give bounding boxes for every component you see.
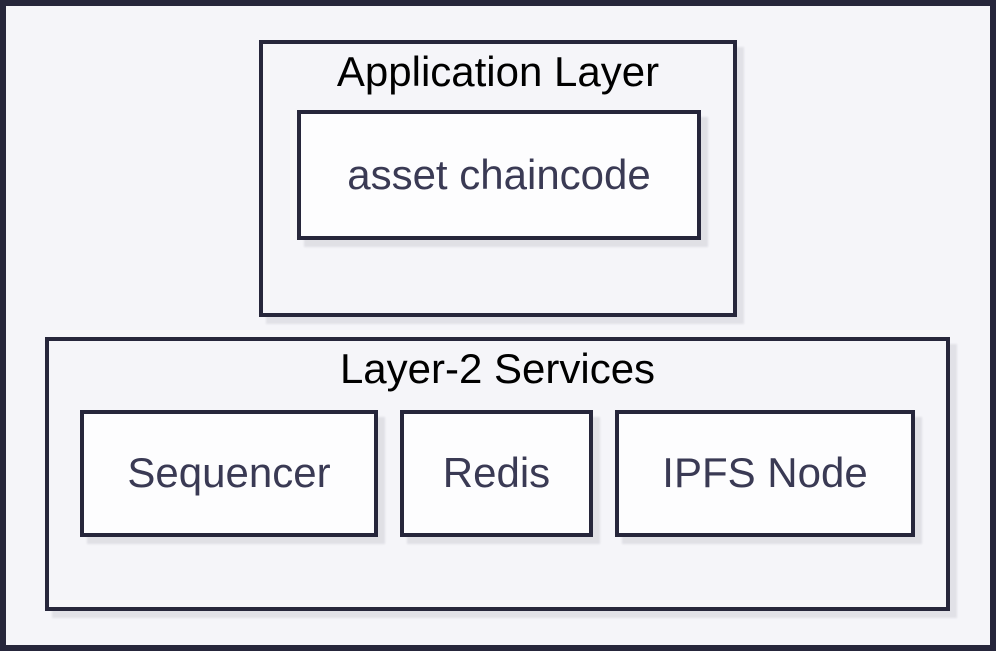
node-ipfs-node: IPFS Node	[615, 410, 915, 537]
node-label-redis: Redis	[442, 449, 551, 497]
group-title-layer2-services: Layer-2 Services	[339, 345, 656, 392]
node-label-ipfs-node: IPFS Node	[662, 449, 868, 497]
node-sequencer: Sequencer	[80, 410, 378, 537]
node-label-sequencer: Sequencer	[127, 449, 331, 497]
node-asset-chaincode: asset chaincode	[297, 110, 701, 240]
group-title-application-layer: Application Layer	[336, 48, 660, 95]
node-redis: Redis	[400, 410, 593, 537]
node-label-asset-chaincode: asset chaincode	[347, 150, 651, 198]
group-layer2-services: Layer-2 Services Sequencer Redis IPFS No…	[45, 337, 950, 611]
group-application-layer: Application Layer asset chaincode	[259, 40, 737, 317]
